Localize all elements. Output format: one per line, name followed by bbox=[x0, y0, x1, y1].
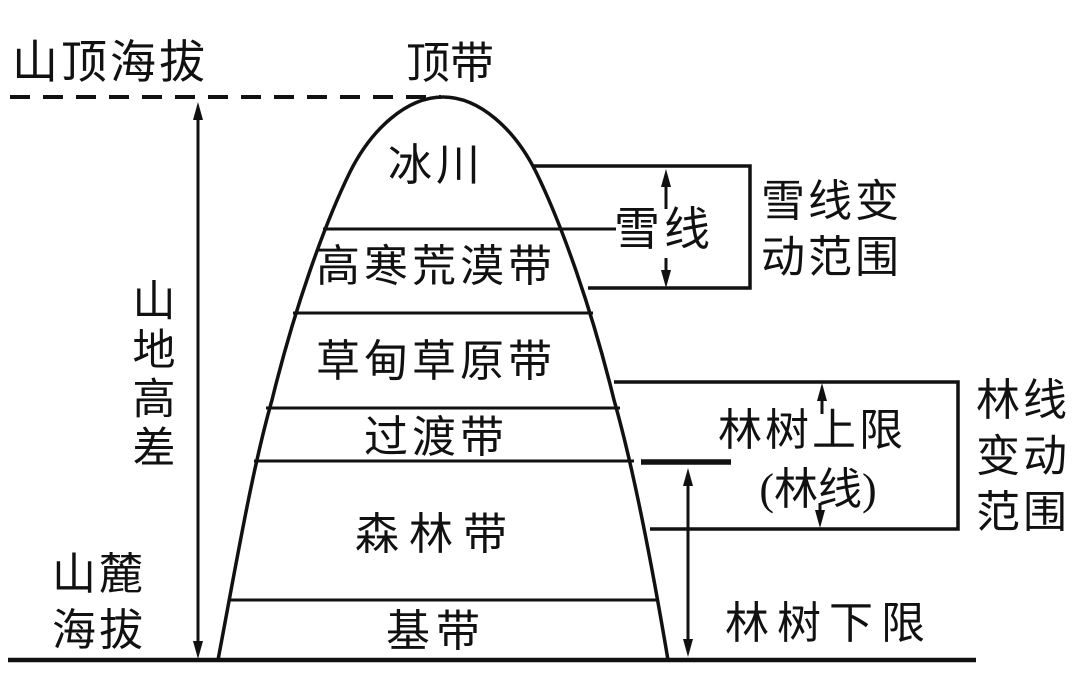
zone-label-forest: 森林带 bbox=[355, 510, 517, 559]
foothill-elevation-line2: 海拔 bbox=[52, 606, 146, 655]
tree-line-range-line1: 林线 bbox=[976, 376, 1070, 425]
tree-line-range-line2: 变动 bbox=[976, 432, 1070, 481]
snow-range-up-arrow bbox=[661, 169, 671, 209]
mountain-curve bbox=[216, 95, 670, 661]
tree-upper-limit-paren-label: (林线) bbox=[759, 465, 877, 514]
snow-line-label: 雪线 bbox=[614, 204, 714, 255]
zone-label-meadow-steppe: 草甸草原带 bbox=[316, 337, 556, 386]
zone-label-base: 基带 bbox=[386, 607, 486, 656]
treeline-range-down-arrow bbox=[815, 503, 825, 528]
treeline-range-up-arrow bbox=[817, 383, 827, 414]
snow-line-range-line2: 动范围 bbox=[761, 233, 902, 282]
foothill-elevation-label: 山麓 海拔 bbox=[52, 547, 146, 659]
summit-zone-label: 顶带 bbox=[406, 39, 494, 88]
snow-line-range-label: 雪线变 动范围 bbox=[761, 174, 902, 286]
relief-label: 山地高差 bbox=[126, 278, 173, 474]
tree-line-range-label: 林线 变动 范围 bbox=[976, 373, 1070, 541]
tree-line-range-line3: 范围 bbox=[976, 488, 1070, 537]
snow-line-range-line1: 雪线变 bbox=[761, 177, 902, 226]
zone-label-transition: 过渡带 bbox=[364, 413, 508, 462]
foothill-elevation-line1: 山麓 bbox=[52, 550, 146, 599]
summit-elevation-label: 山顶海拔 bbox=[12, 37, 208, 88]
tree-upper-limit-label: 林树上限 bbox=[718, 406, 906, 455]
zone-label-alpine-desert: 高寒荒漠带 bbox=[316, 242, 556, 291]
snow-range-down-arrow bbox=[661, 258, 671, 288]
tree-lower-limit-arrow bbox=[683, 468, 693, 657]
snow-line-box bbox=[532, 164, 752, 290]
relief-arrow bbox=[193, 102, 203, 659]
tree-line-box bbox=[614, 380, 960, 531]
zone-label-glacier: 冰川 bbox=[388, 141, 484, 190]
tree-lower-limit-label: 林树下限 bbox=[725, 599, 933, 648]
